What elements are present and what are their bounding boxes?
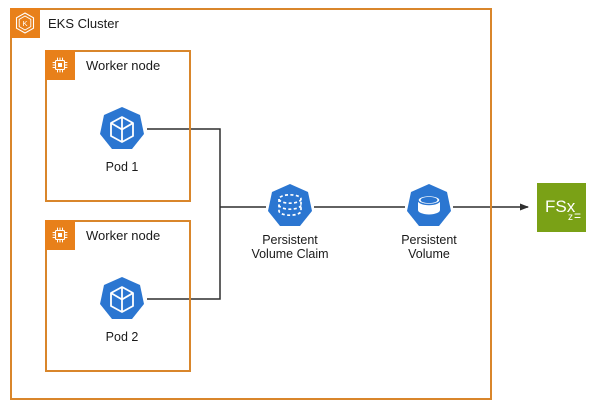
eks-cluster-label: EKS Cluster [48,16,119,31]
eks-cluster-icon: K [10,8,40,38]
pod-label: Pod 2 [105,330,139,344]
kubernetes-pod-icon [96,104,148,156]
worker-node-icon [45,220,75,250]
svg-text:K: K [22,19,27,28]
persistent-volume-claim-label: Persistent Volume Claim [251,233,329,261]
pod-label: Pod 1 [105,160,139,174]
persistent-volume-icon [403,181,455,233]
amazon-fsx-icon: FSx z [537,183,586,232]
eks-cluster-group-box [10,8,492,400]
fsx-z-glyph: z [568,212,573,223]
persistent-volume-label: Persistent Volume [401,233,457,261]
worker-node-group-box [45,220,191,372]
worker-node-icon [45,50,75,80]
worker-node-label: Worker node [86,228,161,243]
kubernetes-pod-icon [96,274,148,326]
worker-node-label: Worker node [86,58,161,73]
worker-node-group-box [45,50,191,202]
fsx-label-text: FSx [545,197,576,216]
persistent-volume-claim-icon [264,181,316,233]
